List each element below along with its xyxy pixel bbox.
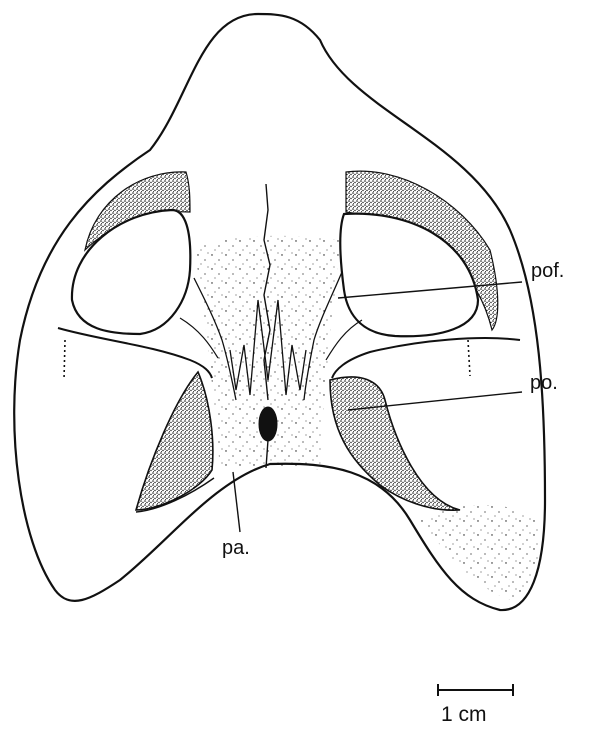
pineal-foramen — [259, 407, 277, 441]
label-postfrontal: pof. — [531, 261, 564, 281]
scale-bar-label: 1 cm — [441, 704, 487, 725]
scale-bar — [437, 684, 514, 696]
leader-pa — [233, 472, 240, 532]
label-postorbital: po. — [530, 373, 558, 393]
label-parietal: pa. — [222, 538, 250, 558]
